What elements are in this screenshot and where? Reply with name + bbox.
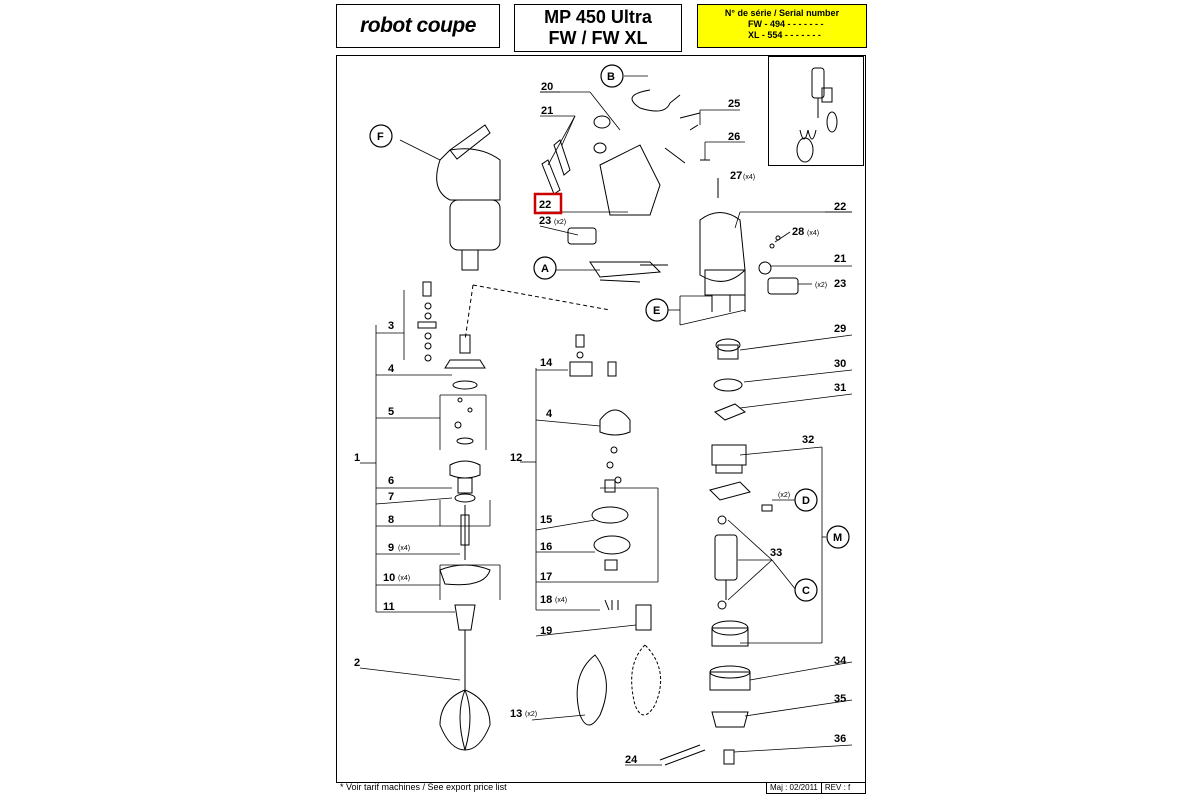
serial-title: N° de série / Serial number	[724, 8, 840, 18]
footer-rev: REV : f	[824, 783, 851, 792]
callout-b: B	[607, 71, 615, 83]
part-number-14: 14	[540, 357, 553, 369]
part-number-7: 7	[388, 491, 394, 503]
qty-28: (x4)	[807, 230, 819, 237]
callout-f-circle	[369, 124, 393, 148]
lower-housing-drawing	[567, 212, 799, 312]
model-title-line2: FW / FW XL	[548, 28, 648, 48]
footer-date: Maj : 02/2011	[767, 783, 822, 793]
part-number-34: 34	[834, 655, 847, 667]
callout-e-circle	[645, 298, 669, 322]
part-number-26: 26	[728, 131, 740, 143]
switch-assembly-drawing	[589, 261, 668, 283]
qty-10: (x4)	[398, 575, 410, 582]
callout-m-circle	[826, 525, 850, 549]
qty-23-right: (x2)	[815, 282, 827, 289]
part-number-23: 23	[539, 215, 551, 227]
part-number-21: 21	[541, 105, 553, 117]
part-number-9: 9	[388, 542, 394, 554]
power-cord-drawing	[631, 89, 681, 112]
motor-assembly-right	[709, 338, 773, 765]
callout-d-circle	[794, 488, 818, 512]
callout-f: F	[377, 131, 384, 143]
part-number-1: 1	[354, 452, 360, 464]
part-number-27: 27	[730, 170, 742, 182]
part-number-6: 6	[388, 475, 394, 487]
part-number-25: 25	[728, 98, 740, 110]
motor-housing-drawing	[436, 124, 501, 271]
part-number-16: 16	[540, 541, 552, 553]
part-number-23-right: 23	[834, 278, 846, 290]
qty-23: (x2)	[554, 219, 566, 226]
part-number-21-right: 21	[834, 253, 846, 265]
part-number-8: 8	[388, 514, 394, 526]
callout-c-circle	[794, 578, 818, 602]
part-number-24: 24	[625, 754, 638, 766]
part-number-20: 20	[541, 81, 553, 93]
part-number-18: 18	[540, 594, 552, 606]
part-number-31: 31	[834, 382, 846, 394]
callout-c: C	[802, 585, 810, 597]
transmission-assembly-left	[417, 281, 491, 751]
part-number-2: 2	[354, 657, 360, 669]
qty-27: (x4)	[743, 174, 755, 181]
highlight-box-part-22	[533, 192, 563, 215]
robot-coupe-logo: robot coupe	[360, 14, 476, 37]
part-number-22: 22	[539, 199, 551, 211]
part-number-30: 30	[834, 358, 846, 370]
part-number-29: 29	[834, 323, 846, 335]
serial-fw: FW - 494 - - - - - - -	[748, 19, 824, 29]
part-number-12: 12	[510, 452, 522, 464]
qty-9: (x4)	[398, 545, 410, 552]
part-number-13: 13	[510, 708, 522, 720]
footer-revision: Maj : 02/2011 REV : f	[766, 782, 866, 794]
model-title-line1: MP 450 Ultra	[544, 7, 652, 27]
part-number-4-middle: 4	[546, 408, 553, 420]
callout-e: E	[653, 305, 660, 317]
part-number-33: 33	[770, 547, 782, 559]
part-number-22-right: 22	[834, 201, 846, 213]
callout-a-circle	[533, 256, 557, 280]
part-number-4: 4	[388, 363, 395, 375]
part-number-11: 11	[383, 601, 395, 613]
serial-xl: XL - 554 - - - - - - -	[748, 30, 821, 40]
callout-a: A	[541, 263, 549, 275]
model-title: MP 450 Ultra FW / FW XL	[514, 4, 682, 52]
inset-machine-drawing	[796, 67, 838, 163]
callout-m: M	[833, 532, 842, 544]
part-number-17: 17	[540, 571, 552, 583]
callout-d: D	[802, 495, 810, 507]
logo-box: robot coupe	[336, 4, 500, 48]
part-number-10: 10	[383, 572, 395, 584]
part-number-19: 19	[540, 625, 552, 637]
part-number-32: 32	[802, 434, 814, 446]
part-number-36: 36	[834, 733, 846, 745]
part-number-35: 35	[834, 693, 846, 705]
part-number-3: 3	[388, 320, 394, 332]
callout-b-circle	[600, 64, 624, 88]
qty-18: (x4)	[555, 597, 567, 604]
handle-parts-drawing	[541, 115, 661, 216]
footer-note: * Voir tarif machines / See export price…	[340, 782, 507, 792]
qty-13: (x2)	[525, 711, 537, 718]
inset-overview	[768, 56, 864, 166]
part-number-5: 5	[388, 406, 394, 418]
part-number-15: 15	[540, 514, 552, 526]
qty-d: (x2)	[778, 492, 790, 499]
serial-number-box: N° de série / Serial number FW - 494 - -…	[697, 4, 867, 48]
part-number-28: 28	[792, 226, 804, 238]
transmission-assembly-middle	[569, 334, 706, 766]
